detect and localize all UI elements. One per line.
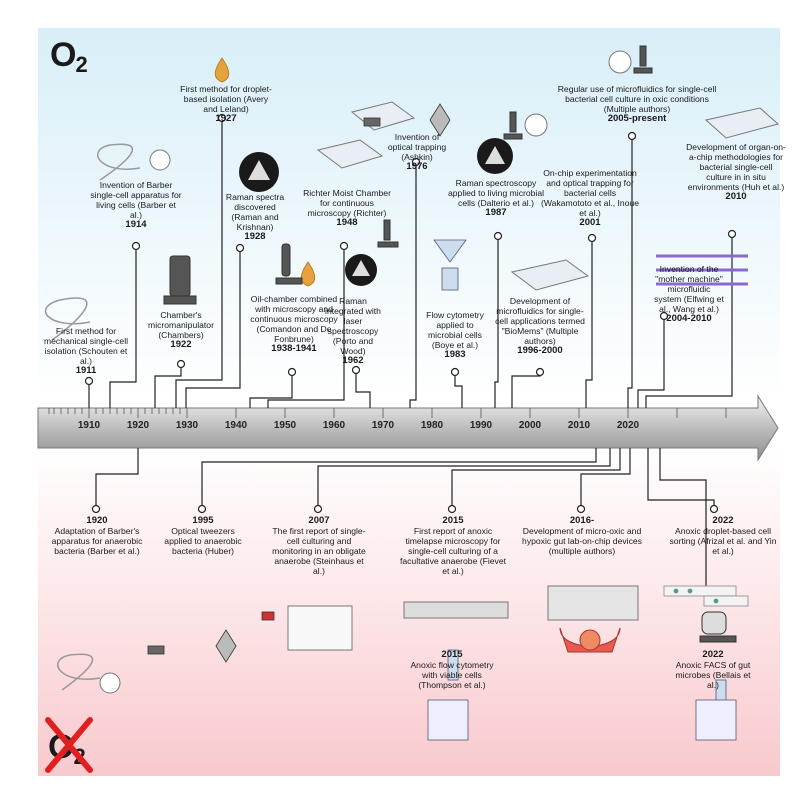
event-1976: Invention of optical trapping (Ashkin)19… — [387, 132, 447, 172]
tick-label: 1960 — [322, 420, 346, 431]
tick-label: 1990 — [469, 420, 493, 431]
oxic-background — [38, 28, 780, 400]
event-2005: Regular use of microfluidics for single-… — [557, 84, 717, 124]
event-2001: On-chip experimentation and optical trap… — [540, 168, 640, 228]
event-1927: First method for droplet-based isolation… — [180, 84, 272, 124]
droplet-sorter-icon — [663, 585, 749, 607]
flow-cytometer-icon — [427, 239, 737, 741]
gut-organ-icon — [559, 627, 621, 653]
event-1996: Development of microfluidics for single-… — [495, 296, 585, 356]
event-1983: Flow cytometry applied to microbial cell… — [426, 310, 484, 360]
tick-label: 1920 — [126, 420, 150, 431]
droplet-icon — [214, 57, 316, 287]
oxygen-label: O2 — [50, 36, 88, 77]
tick-label: 1940 — [224, 420, 248, 431]
event-2010: Development of organ-on-a-chip methodolo… — [686, 142, 786, 202]
prism-icon — [239, 138, 513, 286]
event-1928: Raman spectra discovered (Raman and Kris… — [225, 192, 285, 242]
tick-label: 1970 — [371, 420, 395, 431]
cross-icon — [45, 717, 93, 773]
tick-label: 1930 — [175, 420, 199, 431]
microscope-icon — [163, 45, 737, 643]
event-1962: Raman integrated with laser spectroscopy… — [325, 296, 381, 366]
tick-label: 2020 — [616, 420, 640, 431]
event-1911: First method for mechanical single-cell … — [43, 326, 129, 376]
mother-machine-icon — [656, 254, 748, 286]
tick-label: 1950 — [273, 420, 297, 431]
tick-label: 1910 — [77, 420, 101, 431]
event-1948: Richter Moist Chamber for continuous mic… — [303, 188, 391, 228]
tick-label: 2000 — [518, 420, 542, 431]
tick-label: 2010 — [567, 420, 591, 431]
event-1922: Chamber's micromanipulator (Chambers)192… — [148, 310, 214, 350]
tick-label: 1980 — [420, 420, 444, 431]
event-1914: Invention of Barber single-cell apparatu… — [90, 180, 182, 230]
event-1987: Raman spectroscopy applied to living mic… — [448, 178, 545, 218]
laser-icon — [147, 103, 451, 663]
event-2016: 2016-Development of micro-oxic and hypox… — [522, 515, 642, 557]
pipette-icon — [44, 143, 141, 691]
timeline-arrow — [37, 394, 779, 462]
petri-dish-icon — [99, 50, 632, 694]
event-1938: Oil-chamber combined with microscopy and… — [250, 294, 338, 354]
event-2004: Invention of the "mother machine" microf… — [654, 264, 724, 324]
